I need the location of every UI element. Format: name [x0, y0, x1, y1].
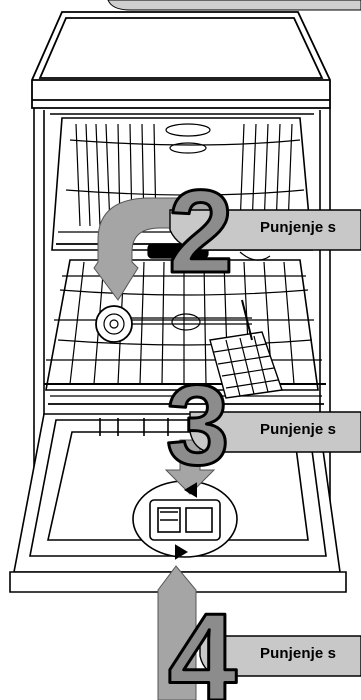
step-4-number: 4: [168, 589, 237, 700]
previous-step-banner: [108, 0, 361, 10]
step-2-label: Punjenje s: [260, 219, 336, 236]
step-3-label: Punjenje s: [260, 421, 336, 438]
step-4-label: Punjenje s: [260, 645, 336, 662]
step-3-number: 3: [166, 362, 229, 489]
step-2-number: 2: [168, 166, 234, 298]
dishwasher-top: [32, 12, 330, 108]
